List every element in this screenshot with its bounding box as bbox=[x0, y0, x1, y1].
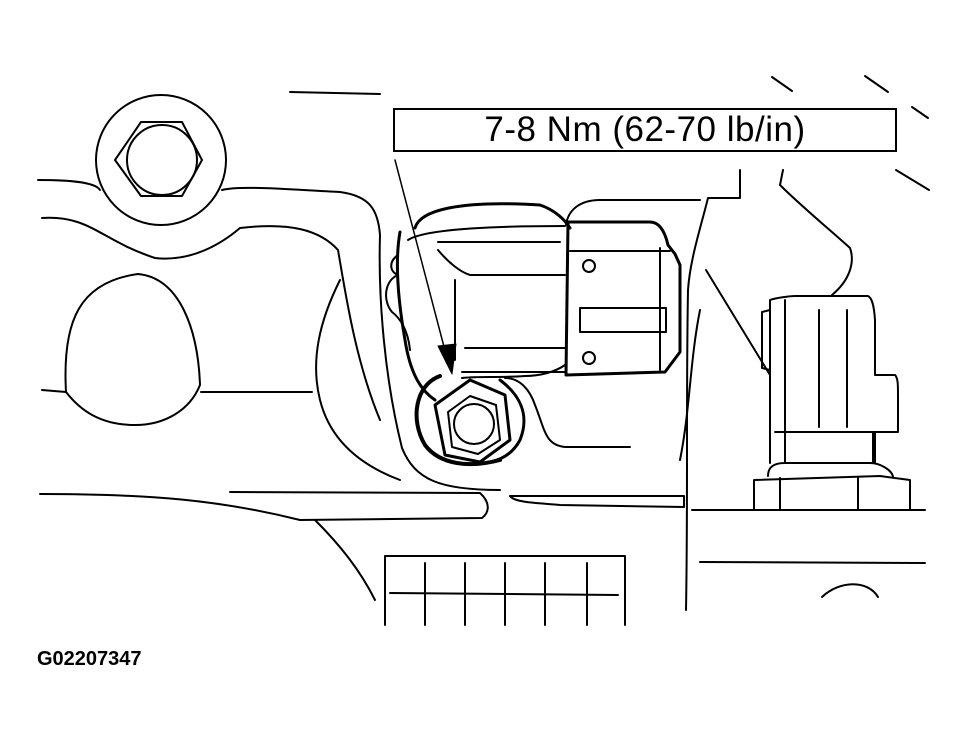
sensor-body bbox=[385, 202, 572, 402]
torque-spec-label: 7-8 Nm (62-70 lb/in) bbox=[484, 110, 806, 149]
engine-bolt-icon bbox=[95, 94, 227, 226]
engine-housing-right bbox=[679, 75, 930, 611]
sensor-mounting-bolt-icon bbox=[414, 374, 631, 467]
adjacent-connector-icon bbox=[753, 295, 911, 511]
sensor-connector bbox=[564, 199, 701, 377]
engine-housing bbox=[37, 179, 501, 491]
torque-callout-box: 7-8 Nm (62-70 lb/in) bbox=[393, 108, 897, 152]
callout-leader-arrow bbox=[394, 159, 457, 375]
housing-edge-top bbox=[289, 91, 381, 95]
figure-id: G02207347 bbox=[37, 648, 142, 670]
lower-grid-panel bbox=[384, 555, 626, 626]
lower-fins bbox=[39, 491, 685, 601]
